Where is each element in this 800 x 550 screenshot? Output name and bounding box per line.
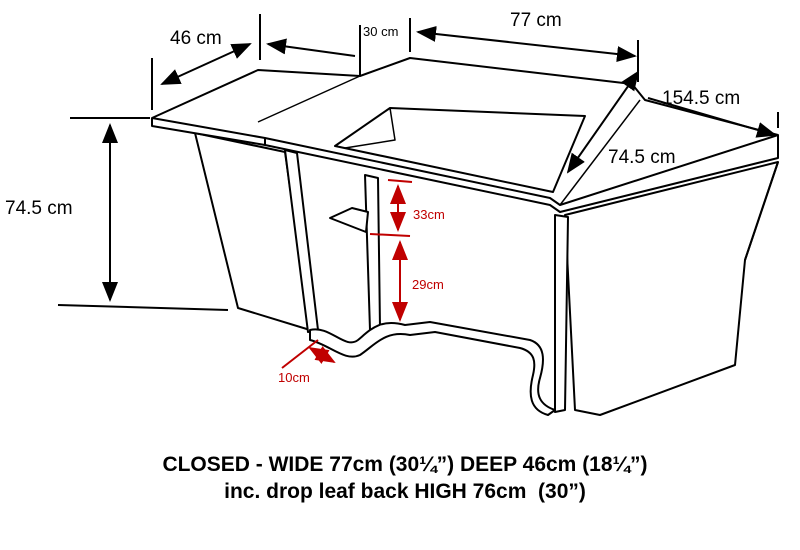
right-post: [554, 214, 569, 413]
shelf: [329, 207, 369, 233]
center-gap-arrow: [266, 38, 356, 57]
shelf-upper-label: 33cm: [413, 207, 445, 222]
caption-line-1: CLOSED - WIDE 77cm (30¼”) DEEP 46cm (18¼…: [162, 453, 648, 476]
leaf-depth-label: 46 cm: [170, 28, 222, 49]
base-offset-arrow: [308, 346, 336, 364]
top-width-arrow: [416, 26, 637, 62]
caption-line-2: inc. drop leaf back HIGH 76cm (30”): [224, 480, 586, 503]
leaf-depth-arrow: [160, 43, 252, 85]
base-offset-label: 10cm: [278, 370, 310, 385]
top-width-label: 77 cm: [510, 10, 562, 31]
open-depth-label: 74.5 cm: [608, 147, 676, 168]
total-width-label: 154.5 cm: [662, 88, 741, 109]
center-gap-label: 30 cm: [363, 24, 399, 39]
total-width-arrow: [647, 97, 777, 138]
center-post: [364, 174, 381, 331]
base-rail: [309, 321, 556, 416]
shelf-lower-label: 29cm: [412, 277, 444, 292]
open-depth-arrow: [566, 70, 640, 174]
height-label: 74.5 cm: [5, 198, 73, 219]
